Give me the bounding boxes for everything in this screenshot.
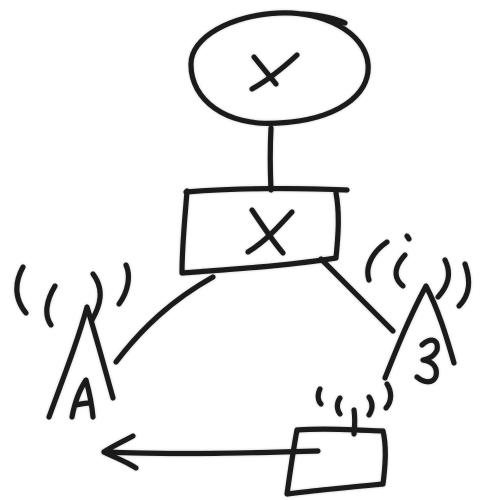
station-b-wave-right-inner	[435, 257, 452, 300]
station-a-label-drawing	[69, 377, 96, 420]
station-b-wave-left-inner	[393, 252, 408, 289]
station-a-wave-right-outer	[116, 262, 131, 307]
station-a-label: A	[62, 412, 63, 415]
device-signal-left-outer	[315, 386, 324, 407]
edge-device-station-a	[101, 433, 321, 471]
router-box	[179, 186, 350, 276]
network-node	[188, 10, 371, 126]
arrow-shaft	[101, 448, 321, 457]
router-x-symbol	[245, 207, 295, 256]
station-a-node: A	[14, 262, 131, 420]
arrow-head	[101, 433, 139, 471]
station-b-wave-right-outer	[456, 261, 472, 309]
device-node	[284, 381, 394, 497]
edge-router-station-b	[318, 256, 396, 334]
station-a-mast	[46, 304, 116, 420]
edge-network-router	[267, 125, 274, 193]
device-signal-left-inner	[334, 395, 343, 417]
station-a-wave-right-inner	[89, 271, 103, 323]
device-signal-right-outer	[383, 381, 394, 411]
device-signal-right-inner	[366, 394, 375, 418]
station-b-node: B	[365, 233, 472, 385]
station-b-label-drawing	[414, 337, 440, 385]
station-b-wave-left-outer	[365, 239, 390, 283]
device-antenna	[351, 407, 358, 437]
device-box	[284, 426, 388, 497]
network-x-symbol	[249, 52, 300, 92]
router-node	[179, 186, 350, 276]
station-b-mast	[382, 283, 457, 381]
station-b-label: B	[420, 379, 421, 381]
station-a-wave-left-outer	[14, 264, 29, 316]
station-b-top-dot	[404, 233, 412, 242]
station-a-wave-left-inner	[44, 283, 58, 328]
network-ellipse	[188, 10, 371, 126]
edge-router-station-a	[113, 274, 216, 365]
